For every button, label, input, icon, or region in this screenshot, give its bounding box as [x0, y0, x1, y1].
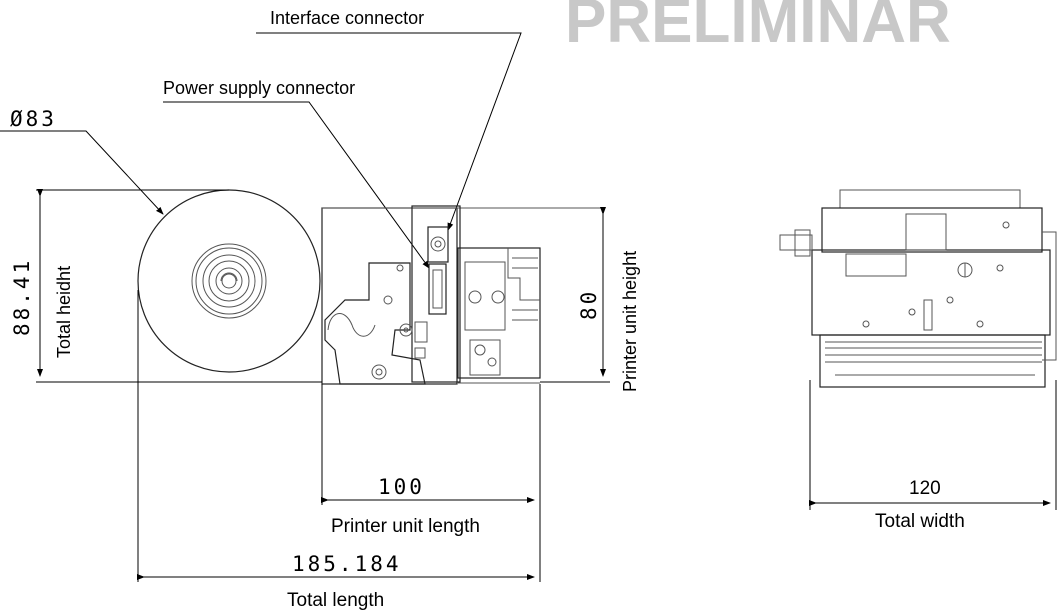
- total-height-value: 88.41: [10, 258, 34, 336]
- printer-unit-length-label: Printer unit length: [331, 516, 480, 537]
- total-length-value: 185.184: [292, 552, 402, 576]
- power-supply-connector-label: Power supply connector: [163, 78, 355, 98]
- total-width-label: Total width: [875, 511, 965, 532]
- printer-unit-side-view: [321, 205, 603, 385]
- watermark-text: PRELIMINAR: [565, 0, 951, 56]
- printer-unit-height-value: 80: [577, 289, 601, 320]
- total-length-dimension: [137, 290, 541, 582]
- interface-connector-leader: [256, 32, 522, 231]
- total-length-label: Total length: [287, 590, 384, 611]
- printer-unit-height-dimension: [540, 207, 610, 383]
- power-supply-connector-leader: [163, 101, 430, 269]
- printer-unit-length-dimension: [321, 384, 541, 505]
- roll-diameter-value: Ø83: [10, 107, 57, 131]
- total-width-value: 120: [909, 478, 941, 499]
- printer-unit-front-view: [779, 189, 1057, 388]
- printer-unit-height-label: Printer unit height: [620, 251, 640, 392]
- paper-roll: [137, 189, 321, 373]
- printer-unit-length-value: 100: [378, 475, 425, 499]
- total-height-dimension: [36, 189, 322, 383]
- interface-connector-label: Interface connector: [270, 8, 424, 28]
- total-height-label: Total heidht: [54, 266, 74, 358]
- total-width-dimension: [809, 380, 1057, 510]
- roll-diameter-leader: [0, 130, 164, 215]
